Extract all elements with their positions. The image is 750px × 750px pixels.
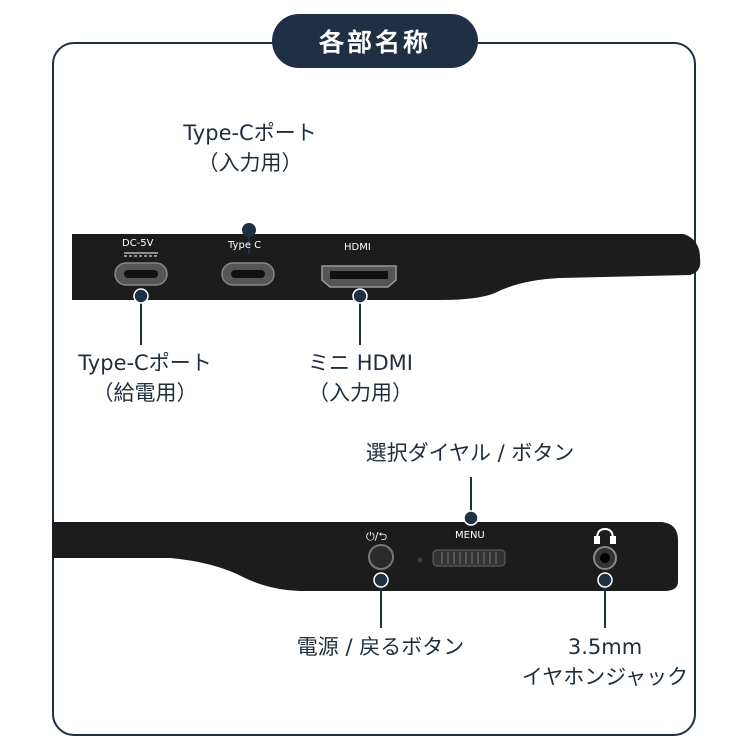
bottom-device-body: [52, 522, 678, 591]
callout-mini-hdmi-line1: ミニ HDMI: [308, 351, 413, 375]
selection-dial: [432, 549, 506, 567]
callout-jack-line1: 3.5mm: [567, 635, 643, 659]
callout-jack-line2: イヤホンジャック: [521, 665, 689, 689]
callout-jack: 3.5mm イヤホンジャック: [500, 632, 710, 692]
callout-typec-power-line2: （給電用）: [92, 381, 198, 405]
callout-dial-line1: 選択ダイヤル / ボタン: [365, 441, 575, 465]
callout-power-back-line1: 電源 / 戻るボタン: [296, 635, 465, 659]
callout-power-back: 電源 / 戻るボタン: [278, 632, 483, 662]
callout-typec-power-line1: Type-Cポート: [78, 351, 212, 375]
callout-typec-input-line1: Type-Cポート: [183, 121, 317, 145]
callout-typec-input: Type-Cポート （入力用）: [150, 118, 350, 178]
callout-typec-power: Type-Cポート （給電用）: [50, 348, 240, 408]
callout-typec-input-line2: （入力用）: [197, 151, 303, 175]
typec-label: Type C: [228, 240, 262, 251]
page-title: 各部名称: [272, 14, 478, 68]
dc5v-label: DC-5V: [122, 238, 154, 249]
menu-label: MENU: [455, 530, 485, 541]
headphone-icon: [594, 527, 616, 544]
hdmi-label: HDMI: [344, 242, 371, 253]
power-symbol-label: ⏻/⮌: [366, 530, 388, 543]
callout-mini-hdmi: ミニ HDMI （入力用）: [278, 348, 443, 408]
power-button: [368, 544, 394, 570]
callout-mini-hdmi-line2: （入力用）: [308, 381, 413, 405]
callout-dial: 選択ダイヤル / ボタン: [345, 438, 595, 468]
